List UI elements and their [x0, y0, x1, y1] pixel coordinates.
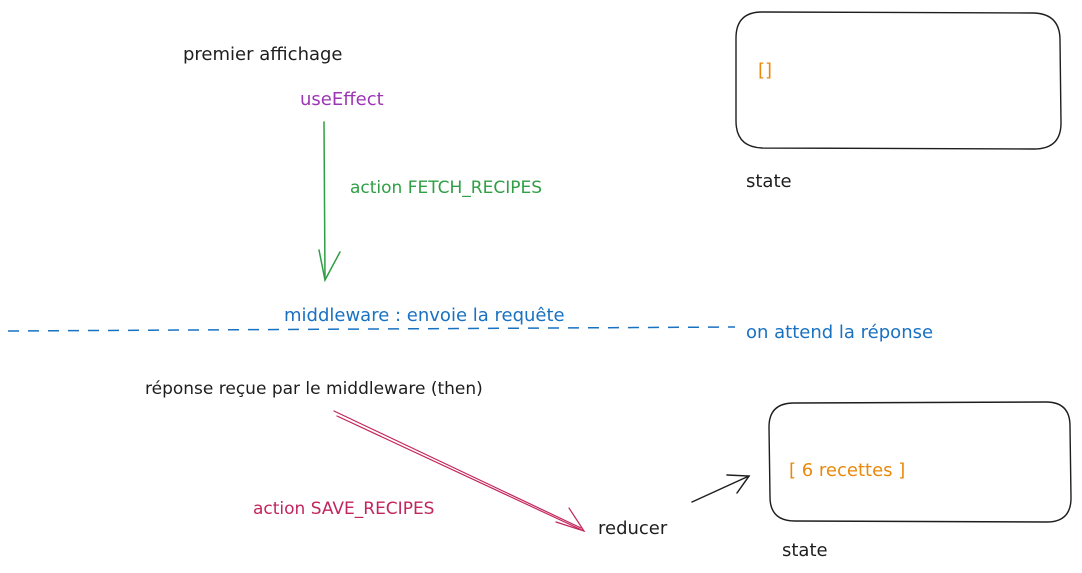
- state-box-initial: [735, 11, 1062, 150]
- state-box-loaded: [768, 401, 1072, 523]
- middleware-request-label: middleware : envoie la requête: [284, 305, 565, 326]
- separator-line: [7, 326, 736, 332]
- fetch-arrow: [318, 121, 341, 283]
- fetch-action-label: action FETCH_RECIPES: [350, 178, 543, 198]
- first-render-label: premier affichage: [183, 44, 343, 65]
- save-arrow: [333, 410, 586, 533]
- state-value-loaded: [ 6 recettes ]: [789, 460, 906, 481]
- waiting-label: on attend la réponse: [746, 322, 934, 343]
- save-action-label: action SAVE_RECIPES: [253, 499, 435, 519]
- state-value-initial: []: [758, 60, 773, 81]
- response-received-label: réponse reçue par le middleware (then): [145, 379, 483, 399]
- state-caption-loaded: state: [782, 540, 828, 561]
- reducer-arrow: [691, 474, 751, 503]
- reducer-label: reducer: [598, 518, 668, 539]
- use-effect-label: useEffect: [300, 89, 384, 110]
- state-caption-initial: state: [746, 171, 792, 192]
